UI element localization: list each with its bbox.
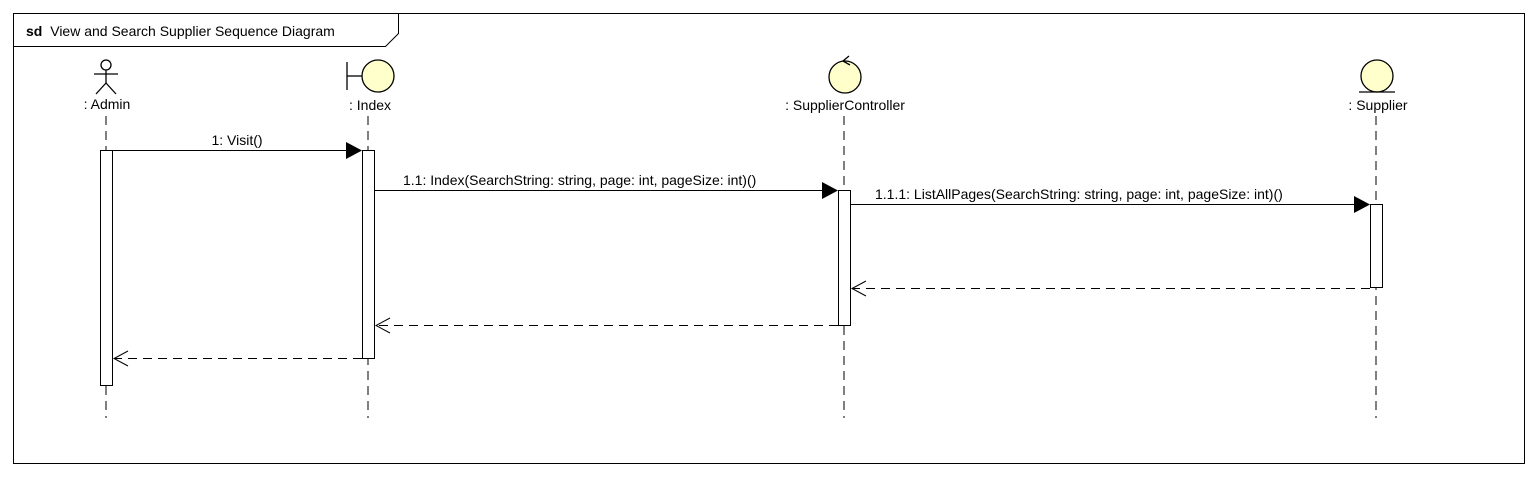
message-label: 1.1.1: ListAllPages(SearchString: string…	[875, 186, 1283, 202]
message-label: 1.1: Index(SearchString: string, page: i…	[403, 172, 756, 188]
activation-supplier	[1370, 204, 1383, 288]
frame-keyword: sd	[26, 23, 42, 39]
boundary-icon	[346, 59, 395, 93]
message-visit: 1: Visit()	[113, 132, 362, 159]
lifeline-label-admin: : Admin	[84, 96, 131, 112]
return-to-controller	[850, 280, 1370, 297]
lifeline-label-supplier: : Supplier	[1348, 97, 1407, 113]
lifeline-label-index: : Index	[349, 97, 391, 113]
frame-title: sd View and Search Supplier Sequence Dia…	[26, 23, 335, 39]
message-index: 1.1: Index(SearchString: string, page: i…	[375, 172, 838, 199]
activation-index	[362, 150, 375, 359]
control-icon	[828, 55, 862, 94]
frame-title-text: View and Search Supplier Sequence Diagra…	[50, 23, 335, 39]
actor-icon	[94, 59, 118, 95]
activation-controller	[838, 190, 851, 326]
message-list-all-pages: 1.1.1: ListAllPages(SearchString: string…	[851, 186, 1370, 213]
diagram-frame	[13, 13, 1525, 464]
activation-admin	[100, 150, 113, 386]
return-to-admin	[112, 350, 362, 367]
entity-icon	[1359, 59, 1395, 93]
frame-title-tab	[13, 13, 399, 47]
return-to-index	[374, 317, 838, 334]
message-label: 1: Visit()	[211, 132, 262, 148]
lifeline-label-controller: : SupplierController	[785, 97, 905, 113]
